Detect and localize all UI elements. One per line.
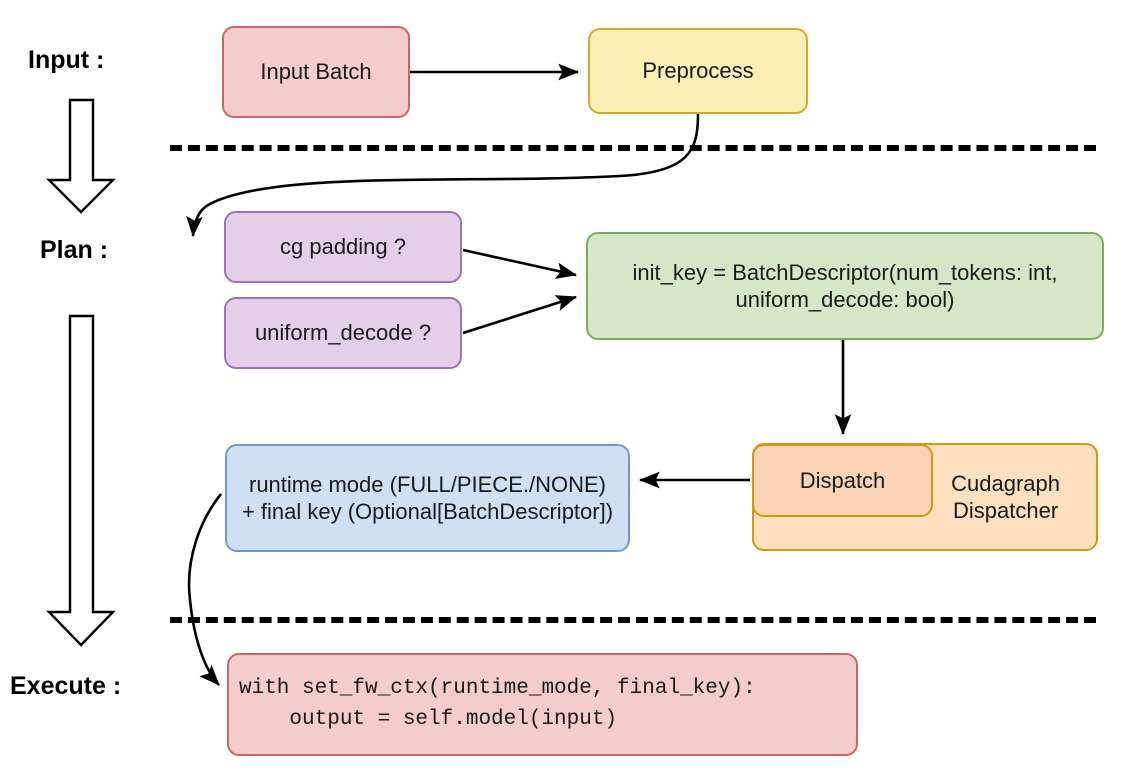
node-init-key-label: init_key = BatchDescriptor(num_tokens: i… (632, 259, 1058, 313)
node-preprocess[interactable]: Preprocess (588, 28, 808, 114)
uniform-decode-to-init-key-arrow (462, 295, 577, 335)
node-dispatch-label: Dispatch (799, 467, 886, 493)
node-input-batch-label: Input Batch (260, 59, 372, 85)
input-to-plan-block-arrow (46, 98, 116, 214)
node-uniform-decode[interactable]: uniform_decode ? (224, 297, 462, 369)
cg-padding-to-init-key-arrow (462, 248, 578, 279)
runtime-mode-to-execute-code-arrow (187, 493, 223, 686)
node-runtime-mode[interactable]: runtime mode (FULL/PIECE./NONE) + final … (225, 444, 630, 552)
stage-label-plan: Plan : (40, 236, 109, 264)
plan-to-execute-block-arrow (46, 314, 116, 647)
node-dispatch[interactable]: Dispatch (752, 444, 933, 517)
node-runtime-mode-label: runtime mode (FULL/PIECE./NONE) + final … (241, 471, 614, 525)
node-execute-code-label: with set_fw_ctx(runtime_mode, final_key)… (239, 677, 756, 731)
node-cg-padding-label: cg padding ? (280, 234, 406, 260)
node-preprocess-label: Preprocess (642, 58, 754, 84)
stage-label-execute: Execute : (10, 672, 122, 700)
plan-execute-separator (170, 617, 1096, 623)
node-init-key[interactable]: init_key = BatchDescriptor(num_tokens: i… (586, 232, 1104, 340)
node-uniform-decode-label: uniform_decode ? (254, 320, 432, 346)
stage-label-input: Input : (28, 46, 105, 74)
node-input-batch[interactable]: Input Batch (222, 26, 410, 118)
node-execute-code[interactable]: with set_fw_ctx(runtime_mode, final_key)… (227, 653, 858, 756)
node-cudagraph-dispatcher-label: Cudagraph Dispatcher (951, 470, 1060, 524)
node-cg-padding[interactable]: cg padding ? (224, 211, 462, 283)
input-plan-separator (170, 145, 1096, 151)
